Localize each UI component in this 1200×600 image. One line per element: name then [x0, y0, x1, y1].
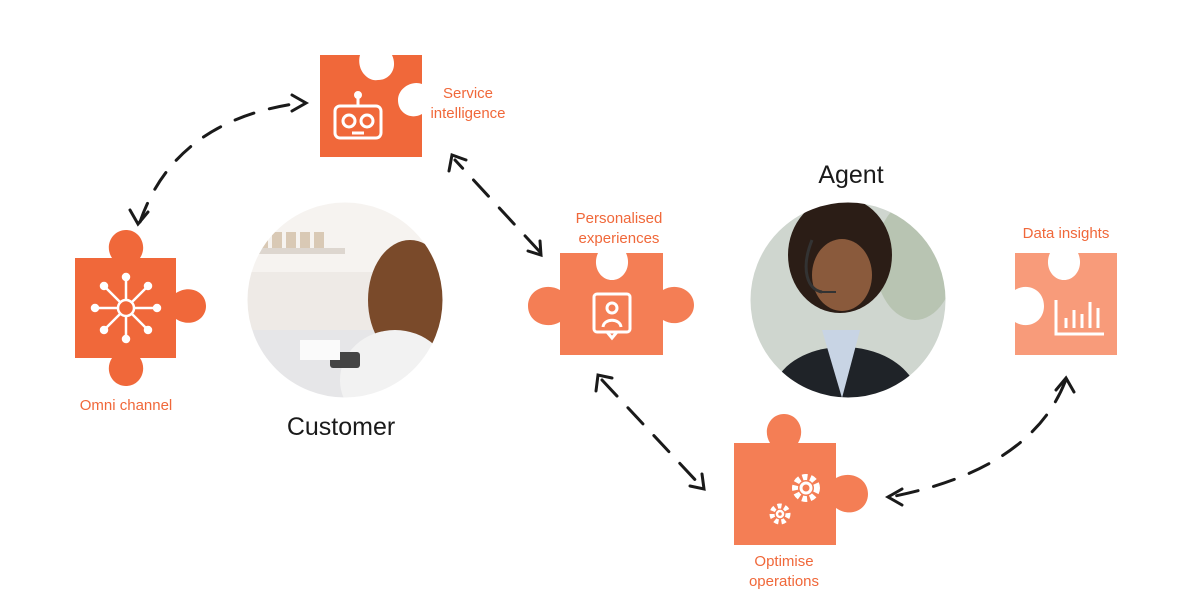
arrow-personalised-to-optimise [594, 373, 706, 491]
customer-caption: Customer [286, 413, 396, 441]
customer-photo-frame [246, 201, 444, 399]
agent-photo [750, 202, 946, 398]
puzzle-omni-channel [75, 230, 206, 386]
personalised-experiences-label: Personalised experiences [555, 209, 683, 249]
data-insights-label: Data insights [1022, 225, 1110, 242]
hub-network-icon [90, 272, 162, 344]
omni-channel-label: Omni channel [79, 397, 173, 414]
gears-icon [769, 474, 820, 525]
service-intelligence-line1: Service [442, 85, 494, 102]
bar-chart-icon [1054, 300, 1104, 336]
arrow-personalised-to-service [447, 152, 543, 258]
customer-photo [247, 202, 443, 398]
personalised-experiences-line1: Personalised [575, 210, 663, 227]
service-intelligence-label: Service intelligence [418, 84, 518, 124]
service-intelligence-line2: intelligence [430, 105, 506, 122]
puzzle-data-insights [1015, 253, 1117, 355]
agent-photo-frame [749, 201, 947, 399]
puzzle-personalised-experiences [528, 253, 694, 355]
puzzle-optimise-operations [734, 414, 868, 545]
arrow-data-to-optimise [884, 375, 1076, 507]
optimise-operations-line2: operations [748, 573, 820, 590]
agent-caption: Agent [818, 161, 884, 189]
arrow-omni-to-service [128, 93, 310, 227]
robot-icon [333, 91, 383, 140]
user-profile-icon [592, 292, 632, 341]
optimise-operations-line1: Optimise [754, 553, 814, 570]
flow-arrows [128, 93, 1076, 507]
puzzle-service-intelligence [320, 55, 422, 157]
optimise-operations-label: Optimise operations [724, 552, 844, 592]
personalised-experiences-line2: experiences [578, 230, 660, 247]
